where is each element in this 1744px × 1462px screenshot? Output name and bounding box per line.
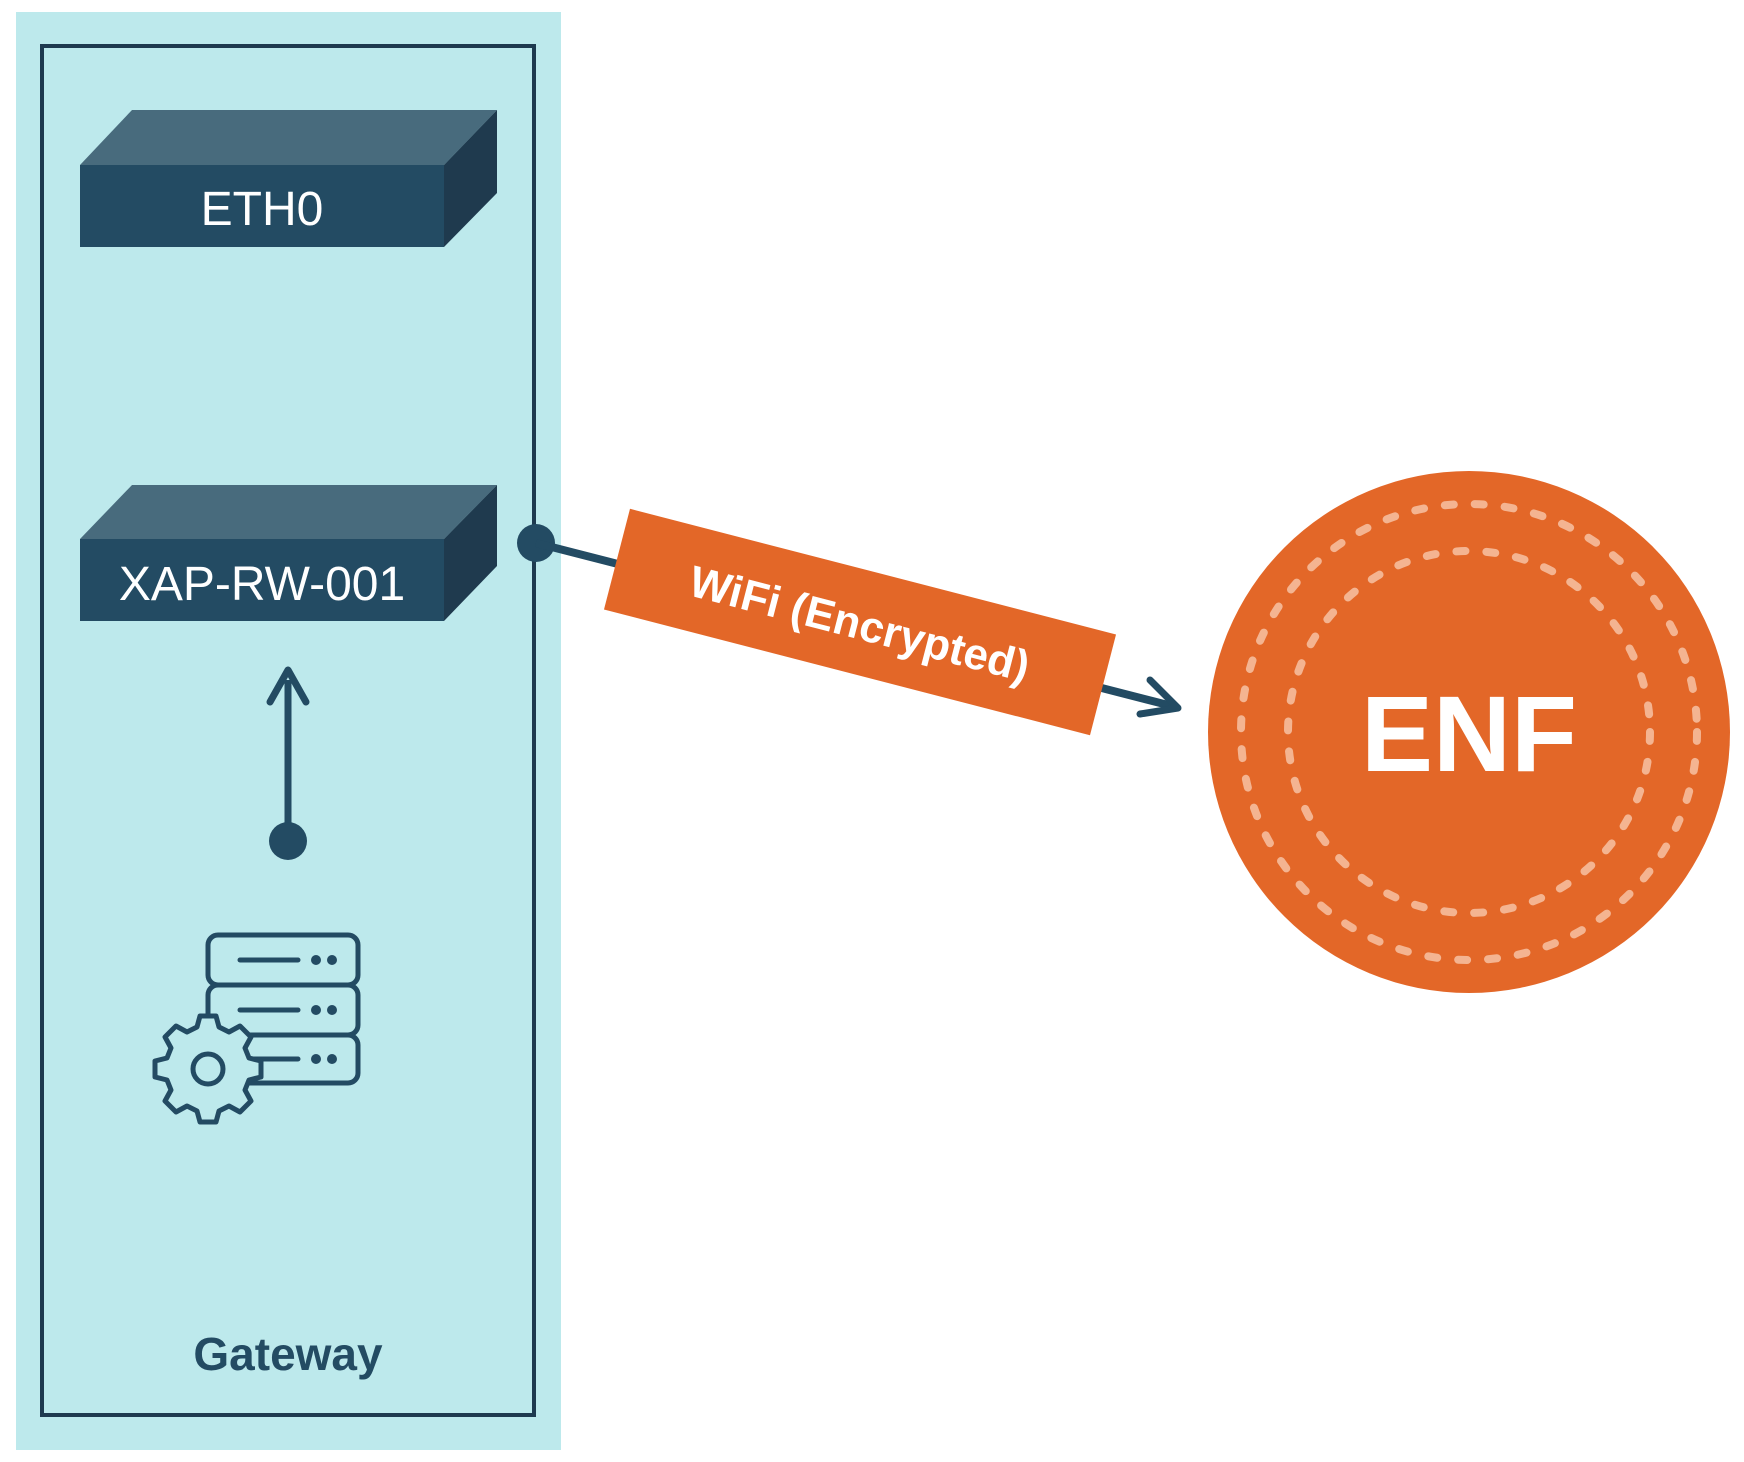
server-to-xap-arrow <box>266 666 310 860</box>
device-eth0: ETH0 <box>80 110 497 247</box>
enf-outer-dotted-ring <box>1237 500 1701 964</box>
device-eth0-front <box>80 165 444 247</box>
device-xap: XAP-RW-001 <box>80 485 497 621</box>
device-eth0-top <box>80 110 497 165</box>
device-xap-side <box>444 485 497 621</box>
enf-inner-dotted-ring <box>1284 547 1654 917</box>
device-xap-top <box>80 485 497 539</box>
gateway-label: Gateway <box>193 1328 383 1380</box>
wifi-label-banner: WiFi (Encrypted) <box>603 508 1117 736</box>
wifi-connector-arrowhead <box>1136 676 1182 718</box>
enf-node: ENF <box>1208 471 1730 993</box>
server-gear-icon <box>152 932 361 1125</box>
wifi-label-background <box>603 508 1117 736</box>
device-xap-front <box>80 539 444 621</box>
device-xap-label: XAP-RW-001 <box>119 558 405 611</box>
server-to-xap-arrowhead <box>266 666 310 706</box>
device-eth0-label: ETH0 <box>201 183 324 236</box>
device-eth0-side <box>444 110 497 247</box>
enf-label: ENF <box>1361 673 1577 794</box>
server-to-xap-start-dot <box>269 822 307 860</box>
gateway-border <box>40 44 536 1417</box>
